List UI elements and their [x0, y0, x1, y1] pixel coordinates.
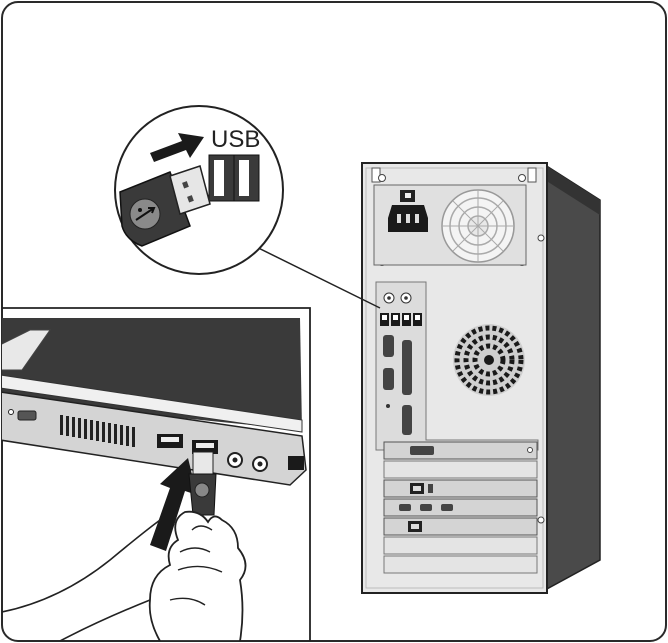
usb-callout: USB — [115, 106, 283, 274]
expansion-slots — [384, 442, 537, 573]
power-socket-icon — [388, 205, 428, 232]
usb-port-label: USB — [211, 126, 260, 153]
hand-icon — [2, 512, 246, 641]
laptop-inset — [0, 308, 310, 641]
power-supply — [374, 185, 526, 265]
desktop-tower — [362, 163, 600, 593]
psu-fan-icon — [442, 190, 514, 262]
fan-grille-icon — [453, 324, 525, 396]
usb-port-icon — [209, 155, 259, 201]
